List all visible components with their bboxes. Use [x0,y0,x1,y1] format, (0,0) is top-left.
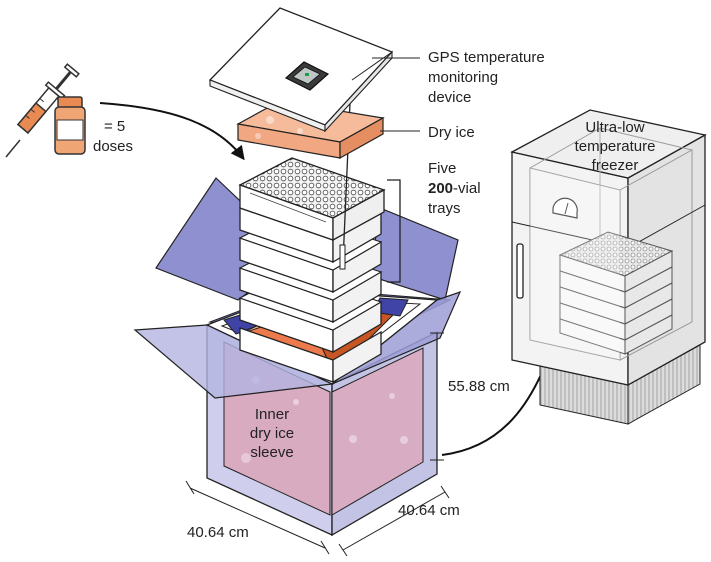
gps-device-icon [284,61,330,91]
sleeve-label-line2: dry ice [250,425,294,442]
gps-leader-line [351,51,393,81]
freezer-label-line2: temperature [575,138,656,155]
sleeve-label-line3: sleeve [250,444,293,461]
width-dimension-label: 40.64 cm [187,524,249,541]
height-dimension-label: 55.88 cm [448,378,510,395]
width-dimension-line [185,480,330,555]
freezer-label-line3: freezer [592,157,639,174]
height-dimension-line [430,332,444,461]
depth-dimension-line [338,485,450,557]
trays-label-line1: Five [428,160,456,177]
arrow-to-trays [99,102,245,161]
ultra-low-freezer [510,109,707,425]
vaccine-vial-icon [54,96,86,155]
tray-stack [238,79,386,384]
trays-count: 200 [428,180,453,197]
trays-label-line2: 200-vial [428,180,481,197]
trays-bracket [387,179,401,283]
gps-label-line2: monitoring [428,69,498,86]
depth-dimension-label: 40.64 cm [398,502,460,519]
dose-label-line2: doses [93,138,133,155]
dry-ice-label: Dry ice [428,124,475,141]
gps-label-line1: GPS temperature [428,49,545,66]
dose-label-line1: = 5 [104,118,125,135]
gps-label-line3: device [428,89,471,106]
freezer-label-line1: Ultra-low [585,119,644,136]
trays-suffix: -vial [453,180,481,197]
trays-label-line3: trays [428,200,461,217]
syringe-icon [5,63,80,158]
sleeve-label-line1: Inner [255,406,289,423]
arrow-to-freezer [441,355,551,456]
